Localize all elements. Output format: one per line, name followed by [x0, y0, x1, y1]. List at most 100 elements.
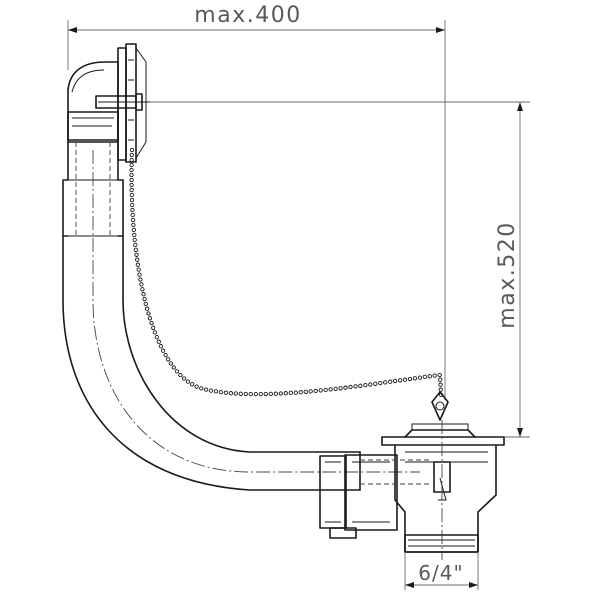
chain-bead	[132, 232, 137, 238]
chain-bead	[293, 390, 298, 395]
chain-bead	[129, 187, 134, 193]
chain-bead	[130, 217, 136, 223]
chain-bead	[149, 320, 154, 326]
chain-bead	[181, 376, 187, 381]
chain-bead	[165, 357, 171, 362]
arrow-right-icon	[436, 27, 445, 33]
drain-assembly	[319, 391, 505, 560]
width-dimension: max.400	[67, 3, 446, 400]
plug-chain	[129, 147, 444, 397]
chain-bead	[273, 391, 278, 396]
chain-bead	[343, 385, 348, 390]
chain-bead	[129, 182, 134, 188]
chain-bead	[139, 282, 144, 287]
chain-bead	[160, 348, 166, 353]
chain-bead	[129, 192, 134, 198]
chain-bead	[168, 361, 174, 366]
chain-bead	[178, 372, 183, 378]
chain-bead	[373, 381, 378, 386]
overflow-housing	[67, 61, 119, 141]
chain-bead	[288, 390, 293, 396]
pipe-outer-wall	[62, 235, 361, 491]
chain-bead	[137, 272, 142, 277]
chain-bead	[141, 292, 146, 297]
arrow-left-icon	[405, 582, 414, 588]
chain-bead	[213, 389, 219, 394]
chain-bead	[338, 386, 343, 391]
plug-pendant-icon	[431, 391, 449, 421]
overflow-body	[67, 111, 119, 143]
chain-bead	[129, 172, 134, 178]
chain-bead	[223, 390, 229, 395]
chain-bead	[308, 389, 313, 394]
seal-ring	[329, 527, 357, 539]
arrow-down-icon	[517, 428, 523, 437]
chain-bead	[412, 376, 418, 381]
chain-bead	[333, 386, 338, 391]
drain-flange	[381, 436, 505, 446]
chain-bead	[363, 382, 368, 388]
chain-bead	[135, 262, 141, 267]
chain-bead	[136, 267, 141, 272]
chain-bead	[199, 386, 204, 391]
chain-bead	[318, 388, 323, 393]
chain-bead	[438, 382, 443, 387]
chain-bead	[144, 306, 150, 311]
chain-bead	[422, 374, 427, 380]
chain-bead	[348, 384, 353, 390]
chain-bead	[134, 252, 139, 257]
arrow-right-icon	[469, 582, 478, 588]
chain-bead	[129, 162, 134, 168]
chain-bead	[146, 311, 151, 316]
thread-dimension: 6/4"	[404, 552, 479, 590]
chain-bead	[238, 391, 243, 396]
width-label: max.400	[194, 3, 301, 28]
chain-bead	[208, 388, 214, 393]
chain-bead	[130, 207, 135, 213]
chain-bead	[388, 379, 393, 384]
drain-plug-cap	[404, 429, 476, 438]
arrow-up-icon	[517, 102, 523, 111]
pipe-centerline	[92, 150, 420, 473]
chain-bead	[129, 147, 135, 153]
chain-bead	[438, 387, 443, 392]
chain-bead	[130, 212, 135, 218]
chain-bead	[427, 374, 432, 379]
chain-bead	[133, 247, 139, 252]
chain-bead	[131, 227, 136, 233]
chain-bead	[151, 325, 156, 330]
pipe-inner-wall	[122, 235, 361, 453]
thread-label: 6/4"	[418, 561, 463, 585]
overflow-cover-plate	[125, 43, 137, 163]
chain-bead	[248, 391, 253, 397]
chain-bead	[163, 352, 168, 358]
chain-bead	[142, 296, 147, 302]
chain-bead	[129, 167, 134, 173]
pipe-coupling-nut	[319, 455, 347, 529]
chain-bead	[143, 301, 148, 307]
chain-bead	[233, 391, 238, 396]
chain-bead	[278, 391, 283, 396]
chain-bead	[132, 237, 137, 243]
chain-bead	[138, 277, 143, 282]
chain-bead	[383, 380, 388, 385]
chain-bead	[397, 378, 403, 383]
chain-bead	[392, 378, 398, 384]
chain-bead	[328, 387, 333, 392]
chain-bead	[129, 197, 135, 203]
chain-bead	[432, 373, 437, 378]
chain-bead	[152, 330, 158, 335]
chain-bead	[174, 369, 180, 374]
chain-bead	[263, 391, 268, 397]
chain-bead	[437, 372, 442, 378]
overflow-flange	[117, 47, 127, 161]
chain-bead	[258, 391, 263, 397]
chain-bead	[298, 390, 303, 395]
chain-bead	[283, 391, 288, 396]
overflow-pipe	[62, 141, 420, 491]
chain-bead	[323, 387, 328, 393]
chain-bead	[313, 388, 318, 394]
chain-bead	[135, 257, 140, 262]
chain-bead	[402, 377, 408, 382]
chain-bead	[147, 316, 153, 321]
